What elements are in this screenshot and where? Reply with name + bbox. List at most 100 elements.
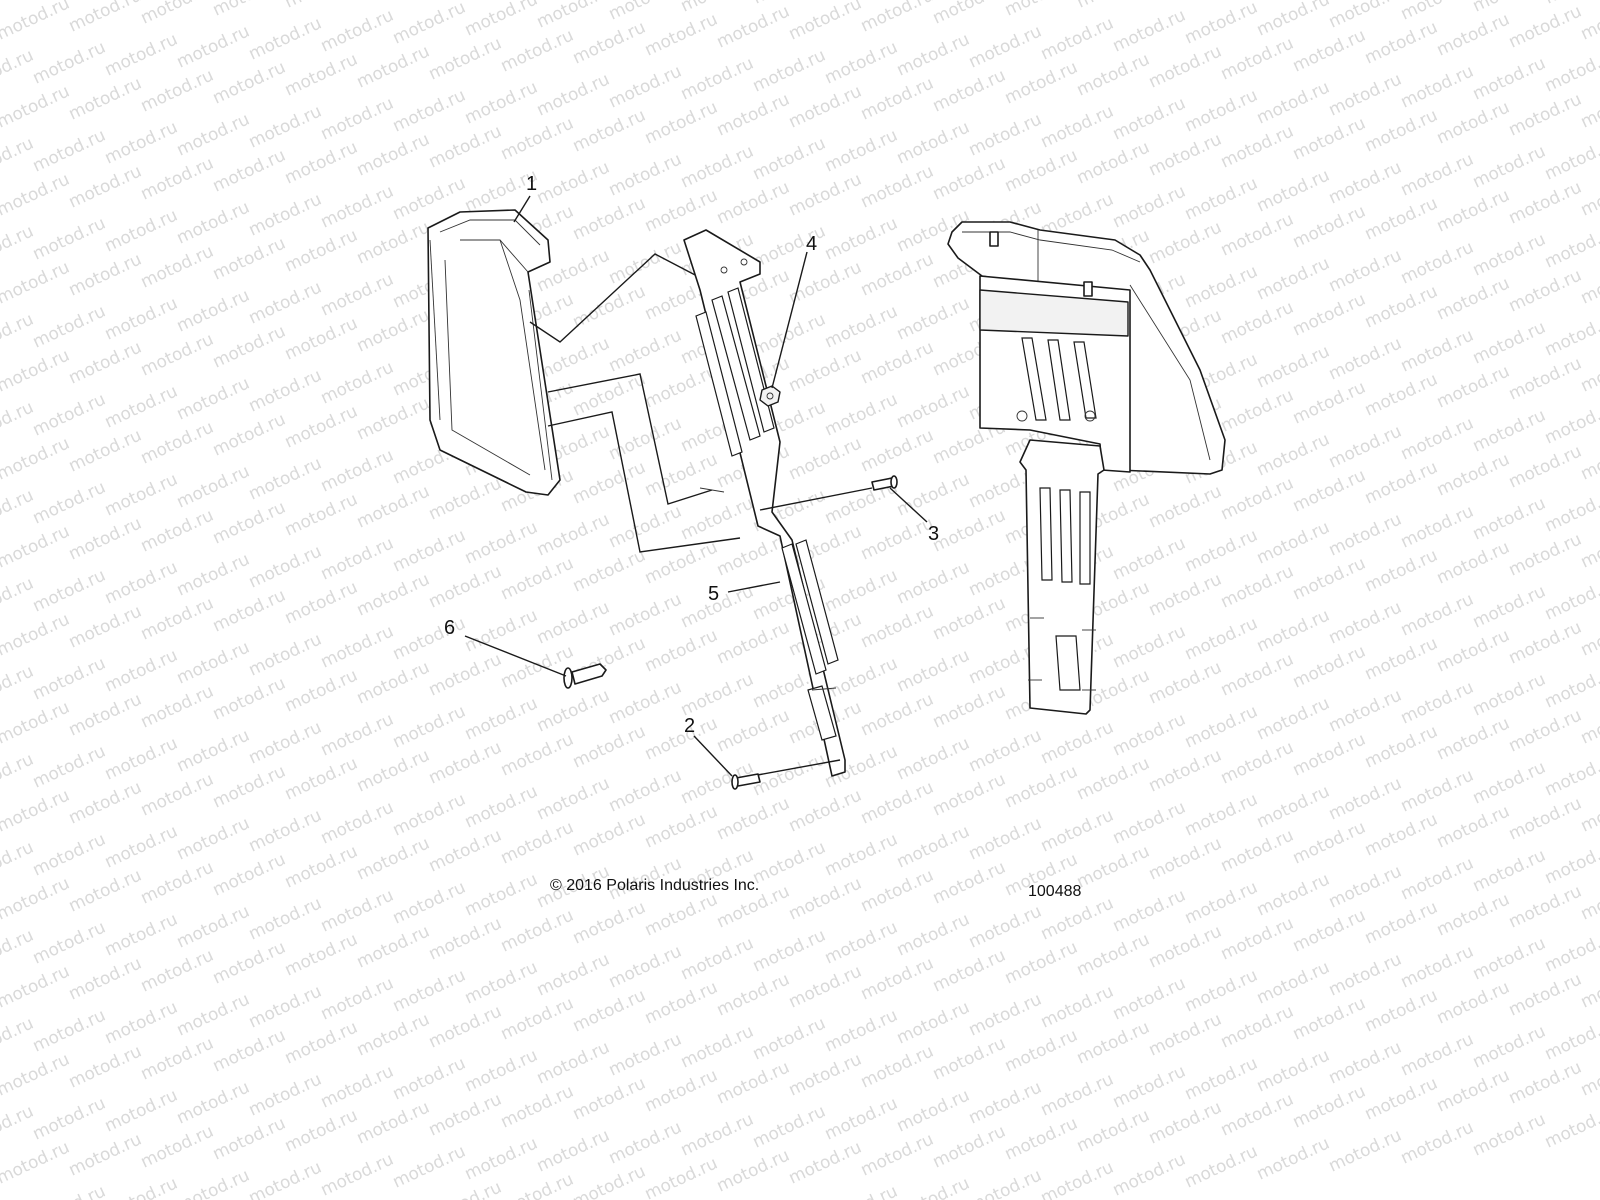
watermark-text: motod.ru: [1254, 781, 1333, 832]
watermark-text: motod.ru: [246, 1157, 325, 1200]
watermark-text: motod.ru: [318, 533, 397, 584]
watermark-text: motod.ru: [426, 33, 505, 84]
watermark-text: motod.ru: [786, 433, 865, 484]
watermark-text: motod.ru: [498, 25, 577, 76]
watermark-text: motod.ru: [786, 961, 865, 1012]
watermark-text: motod.ru: [1542, 397, 1600, 448]
watermark-text: motod.ru: [1326, 333, 1405, 384]
watermark-text: motod.ru: [858, 0, 937, 37]
watermark-text: motod.ru: [534, 333, 613, 384]
watermark-text: motod.ru: [0, 697, 73, 748]
watermark-text: motod.ru: [1362, 809, 1441, 860]
watermark-text: motod.ru: [570, 985, 649, 1036]
watermark-text: motod.ru: [1326, 861, 1405, 912]
watermark-text: motod.ru: [0, 961, 73, 1012]
watermark-text: motod.ru: [858, 425, 937, 476]
watermark-text: motod.ru: [0, 0, 73, 45]
watermark-text: motod.ru: [210, 497, 289, 548]
watermark-text: motod.ru: [858, 777, 937, 828]
watermark-text: motod.ru: [1002, 57, 1081, 108]
watermark-text: motod.ru: [246, 629, 325, 680]
watermark-text: motod.ru: [102, 821, 181, 872]
watermark-text: motod.ru: [1110, 885, 1189, 936]
watermark-text: motod.ru: [678, 933, 757, 984]
watermark-text: motod.ru: [750, 0, 829, 9]
watermark-text: motod.ru: [642, 537, 721, 588]
watermark-text: motod.ru: [30, 741, 109, 792]
watermark-text: motod.ru: [1362, 17, 1441, 68]
watermark-text: motod.ru: [138, 593, 217, 644]
watermark-text: motod.ru: [606, 765, 685, 816]
watermark-text: motod.ru: [1506, 881, 1585, 932]
watermark-text: motod.ru: [1218, 1089, 1297, 1140]
watermark-text: motod.ru: [246, 541, 325, 592]
watermark-text: motod.ru: [0, 521, 73, 572]
watermark-text: motod.ru: [390, 0, 469, 49]
assembled-seat-back-view: [947, 221, 1226, 715]
watermark-text: motod.ru: [894, 997, 973, 1048]
watermark-text: motod.ru: [1470, 141, 1549, 192]
watermark-text: motod.ru: [1434, 889, 1513, 940]
watermark-text: motod.ru: [786, 169, 865, 220]
watermark-text: motod.ru: [1218, 913, 1297, 964]
watermark-text: motod.ru: [822, 213, 901, 264]
watermark-text: motod.ru: [1002, 1025, 1081, 1076]
watermark-text: motod.ru: [30, 37, 109, 88]
watermark-text: motod.ru: [102, 381, 181, 432]
watermark-text: motod.ru: [1290, 1081, 1369, 1132]
watermark-text: motod.ru: [930, 681, 1009, 732]
watermark-text: motod.ru: [678, 1021, 757, 1072]
watermark-text: motod.ru: [930, 1121, 1009, 1172]
watermark-text: motod.ru: [102, 1173, 181, 1200]
watermark-text: motod.ru: [1182, 701, 1261, 752]
watermark-text: motod.ru: [1146, 745, 1225, 796]
watermark-text: motod.ru: [1362, 457, 1441, 508]
watermark-text: motod.ru: [246, 1069, 325, 1120]
watermark-text: motod.ru: [1290, 377, 1369, 428]
watermark-text: motod.ru: [894, 1085, 973, 1136]
watermark-text: motod.ru: [822, 829, 901, 880]
watermark-text: motod.ru: [210, 57, 289, 108]
watermark-text: motod.ru: [678, 53, 757, 104]
watermark-text: motod.ru: [138, 1033, 217, 1084]
watermark-text: motod.ru: [606, 1029, 685, 1080]
rivet-part-6: [563, 663, 607, 689]
watermark-text: motod.ru: [1218, 737, 1297, 788]
bolt-part-2: [731, 759, 841, 790]
watermark-text: motod.ru: [1542, 573, 1600, 624]
watermark-text: motod.ru: [714, 617, 793, 668]
watermark-text: motod.ru: [1254, 957, 1333, 1008]
watermark-text: motod.ru: [174, 637, 253, 688]
watermark-text: motod.ru: [30, 565, 109, 616]
seat-back-bracket: [683, 229, 846, 777]
watermark-text: motod.ru: [1038, 1069, 1117, 1120]
watermark-text: motod.ru: [1326, 1125, 1405, 1176]
watermark-text: motod.ru: [786, 0, 865, 45]
watermark-text: motod.ru: [1542, 1013, 1600, 1064]
watermark-text: motod.ru: [1074, 1105, 1153, 1156]
watermark-text: motod.ru: [1290, 641, 1369, 692]
watermark-text: motod.ru: [1254, 341, 1333, 392]
watermark-text: motod.ru: [750, 1013, 829, 1064]
watermark-text: motod.ru: [1470, 669, 1549, 720]
watermark-text: motod.ru: [1434, 801, 1513, 852]
watermark-text: motod.ru: [930, 1033, 1009, 1084]
watermark-text: motod.ru: [1290, 817, 1369, 868]
watermark-text: motod.ru: [282, 753, 361, 804]
watermark-text: motod.ru: [210, 585, 289, 636]
watermark-text: motod.ru: [102, 733, 181, 784]
watermark-text: motod.ru: [1362, 281, 1441, 332]
watermark-text: motod.ru: [1290, 25, 1369, 76]
watermark-text: motod.ru: [210, 233, 289, 284]
watermark-text: motod.ru: [822, 1005, 901, 1056]
watermark-text: motod.ru: [390, 789, 469, 840]
watermark-text: motod.ru: [462, 1133, 541, 1184]
watermark-text: motod.ru: [894, 733, 973, 784]
callout-2: 2: [684, 715, 695, 737]
watermark-text: motod.ru: [714, 969, 793, 1020]
watermark-text: motod.ru: [1290, 553, 1369, 604]
watermark-text: motod.ru: [1146, 217, 1225, 268]
watermark-text: motod.ru: [1398, 413, 1477, 464]
watermark-text: motod.ru: [1038, 13, 1117, 64]
watermark-text: motod.ru: [822, 301, 901, 352]
